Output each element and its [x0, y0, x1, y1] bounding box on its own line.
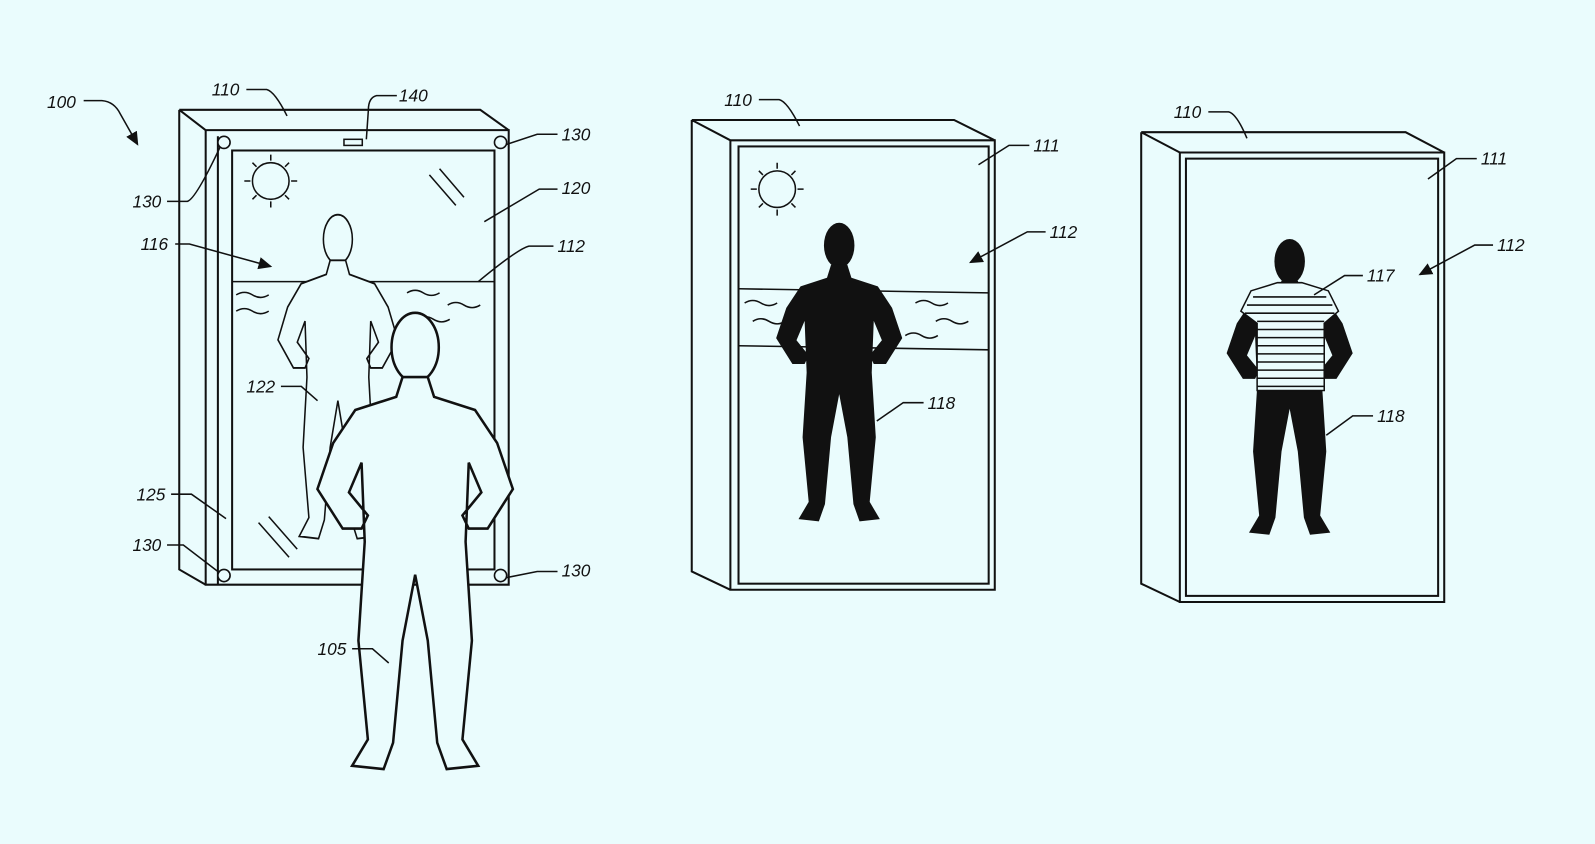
ref-100-arrow — [83, 99, 139, 146]
label-125: 125 — [137, 484, 166, 504]
label-111: 111 — [1481, 149, 1507, 169]
label-105: 105 — [318, 639, 347, 659]
striped-shirt-117 — [1239, 281, 1340, 392]
label-117: 117 — [1367, 266, 1396, 286]
label-130-tr: 130 — [562, 124, 591, 144]
sensor-tl — [217, 135, 231, 150]
label-112: 112 — [1497, 235, 1525, 255]
label-120: 120 — [562, 178, 591, 198]
screen-111 — [1184, 157, 1440, 597]
sensor-tr — [493, 135, 508, 150]
ref-100-label: 100 — [47, 92, 76, 112]
label-112: 112 — [1050, 222, 1078, 242]
figure-1-smart-mirror: 110 140 130 130 120 116 112 122 125 130 … — [132, 80, 591, 771]
figure-2-display-with-background: 110 111 112 118 — [690, 90, 1078, 591]
mirror-cabinet — [178, 108, 510, 586]
avatar-silhouette-118 — [776, 222, 903, 522]
label-116: 116 — [141, 234, 169, 254]
label-110: 110 — [212, 80, 240, 100]
label-110: 110 — [1174, 102, 1202, 122]
glare-lines — [257, 168, 465, 558]
screen-111 — [737, 145, 990, 585]
camera-140 — [343, 138, 364, 147]
display-cabinet-3 — [1140, 131, 1446, 604]
label-130-br: 130 — [562, 561, 591, 581]
sun-icon — [244, 154, 298, 208]
sun-icon — [750, 162, 804, 216]
display-cabinet-2 — [690, 118, 996, 591]
figure-3-display-with-garment: 110 111 112 117 118 — [1140, 102, 1525, 604]
sensor-br — [493, 568, 508, 583]
label-122: 122 — [246, 377, 275, 397]
label-110: 110 — [724, 90, 752, 110]
label-111: 111 — [1033, 136, 1059, 156]
label-130-bl: 130 — [132, 535, 161, 555]
label-140: 140 — [399, 86, 428, 106]
label-118: 118 — [928, 393, 956, 413]
label-118: 118 — [1377, 406, 1405, 426]
label-130-tl: 130 — [132, 191, 161, 211]
sensor-bl — [217, 568, 231, 583]
label-112: 112 — [558, 236, 586, 256]
